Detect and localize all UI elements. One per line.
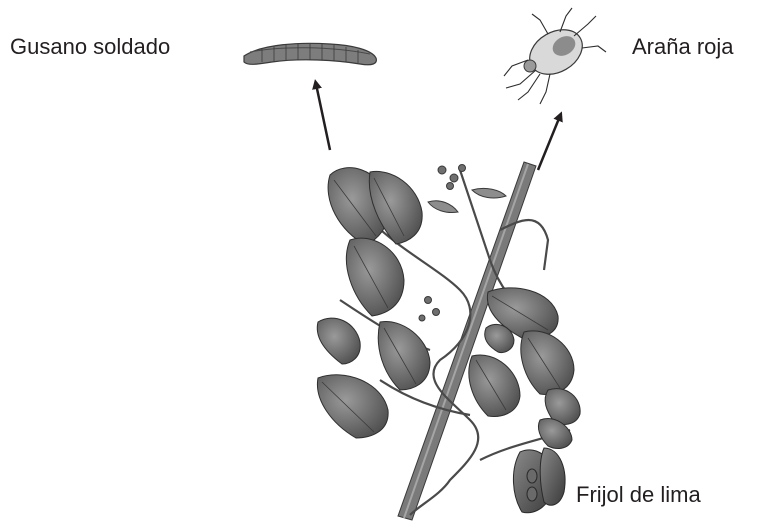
lima-bean-plant-icon xyxy=(317,162,580,520)
armyworm-icon xyxy=(244,43,376,64)
spider-mite-icon xyxy=(504,8,606,104)
arrow-to-armyworm xyxy=(316,84,330,150)
arrow-to-spider-mite xyxy=(538,116,560,170)
